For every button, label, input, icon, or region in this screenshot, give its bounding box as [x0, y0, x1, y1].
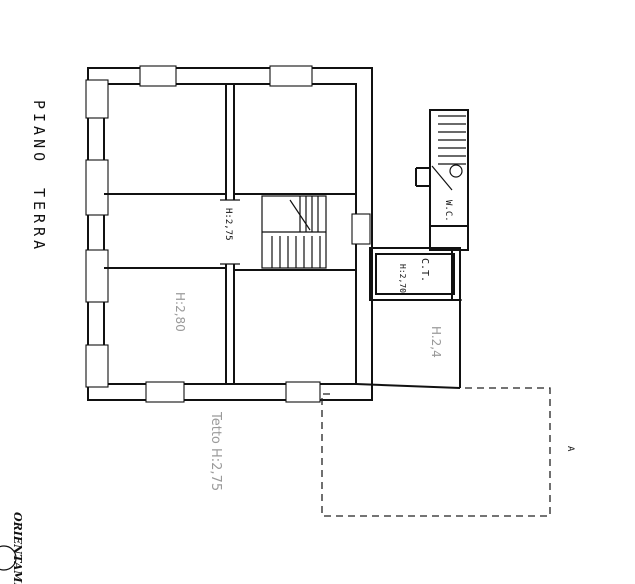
external-stair — [438, 115, 466, 165]
bottom-windows — [145, 381, 321, 403]
wc-label: W.C. — [443, 200, 453, 222]
left-windows — [85, 79, 109, 388]
wc-annex — [415, 109, 469, 251]
ct-room — [369, 247, 461, 301]
mark-a: A — [565, 446, 575, 452]
orientation-label: ORIENTAME — [11, 512, 24, 584]
top-windows — [139, 65, 313, 87]
lower-annex — [355, 299, 462, 389]
staircase — [261, 195, 371, 269]
interior-walls — [104, 84, 357, 384]
wc-fixture-icon — [449, 164, 463, 178]
stair-treads-lower — [271, 236, 321, 268]
hall-height-label: H:2,75 — [223, 208, 233, 241]
ct-label: C.T. — [419, 258, 430, 282]
title-line2: TERRA — [30, 188, 48, 253]
pencil-note-right-room: H.2,4 — [429, 326, 443, 358]
title-line1: PIANO — [30, 100, 48, 165]
dashed-outline — [321, 387, 551, 517]
pencil-note-left-room: H:2,80 — [173, 292, 187, 332]
stair-treads-upper — [289, 196, 319, 232]
pencil-note-bottom: Tetto H:2,75 — [208, 411, 223, 491]
plan-title: PIANO TERRA — [30, 100, 48, 253]
orientation-compass-icon — [0, 545, 17, 571]
ct-height-label: H:2,70 — [398, 264, 407, 293]
